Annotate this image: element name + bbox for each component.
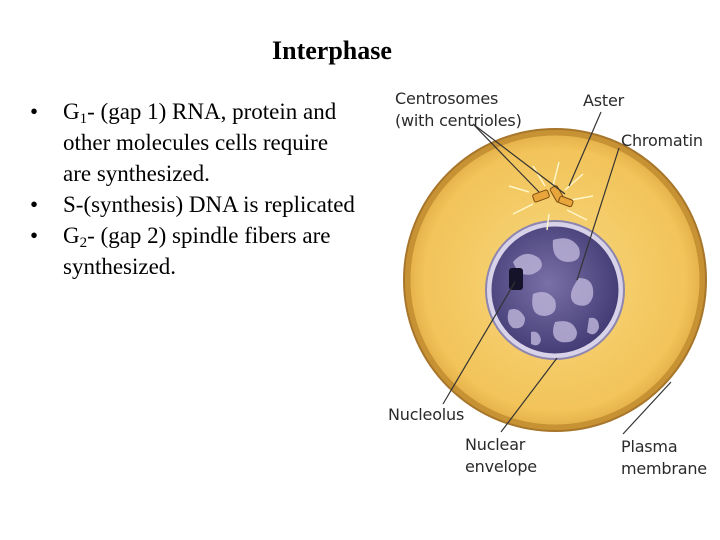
- bullet-marker: •: [30, 223, 39, 248]
- centrioles: [532, 185, 574, 208]
- centrosomes-label: Centrosomes (with centrioles): [395, 89, 522, 130]
- chromatin-label: Chromatin: [621, 131, 703, 150]
- bullet-list: • G1- (gap 1) RNA, protein and other mol…: [30, 96, 360, 282]
- bullet-marker: •: [30, 192, 39, 217]
- bullet-text: S-(synthesis) DNA is replicated: [63, 192, 355, 217]
- bullet-subscript: 2: [79, 235, 88, 251]
- bullet-text: - (gap 1) RNA, protein and other molecul…: [63, 99, 337, 186]
- bullet-g1: • G1- (gap 1) RNA, protein and other mol…: [30, 96, 360, 189]
- nuclear-envelope: [485, 220, 625, 360]
- bullet-prefix: G: [63, 223, 80, 248]
- bullet-subscript: 1: [79, 111, 88, 127]
- plasma-membrane: [403, 128, 707, 432]
- bullet-marker: •: [30, 99, 39, 124]
- cell-diagram: Centrosomes (with centrioles) Aster Chro…: [383, 82, 720, 540]
- nucleolus: [509, 268, 523, 290]
- chromatin: [507, 238, 599, 346]
- bullet-text: - (gap 2) spindle fibers are synthesized…: [63, 223, 331, 279]
- aster: [508, 161, 594, 231]
- bullet-g2: • G2- (gap 2) spindle fibers are synthes…: [30, 220, 360, 282]
- bullet-s: • S-(synthesis) DNA is replicated: [30, 189, 360, 220]
- nuclear-envelope-label: Nuclear envelope: [465, 435, 537, 476]
- slide-title: Interphase: [272, 36, 392, 65]
- aster-label: Aster: [583, 91, 624, 110]
- cell-illustration: [403, 111, 707, 435]
- nucleolus-label: Nucleolus: [388, 405, 465, 424]
- bullet-prefix: G: [63, 99, 80, 124]
- plasma-membrane-label: Plasma membrane: [621, 437, 707, 478]
- leader-lines: [442, 111, 672, 435]
